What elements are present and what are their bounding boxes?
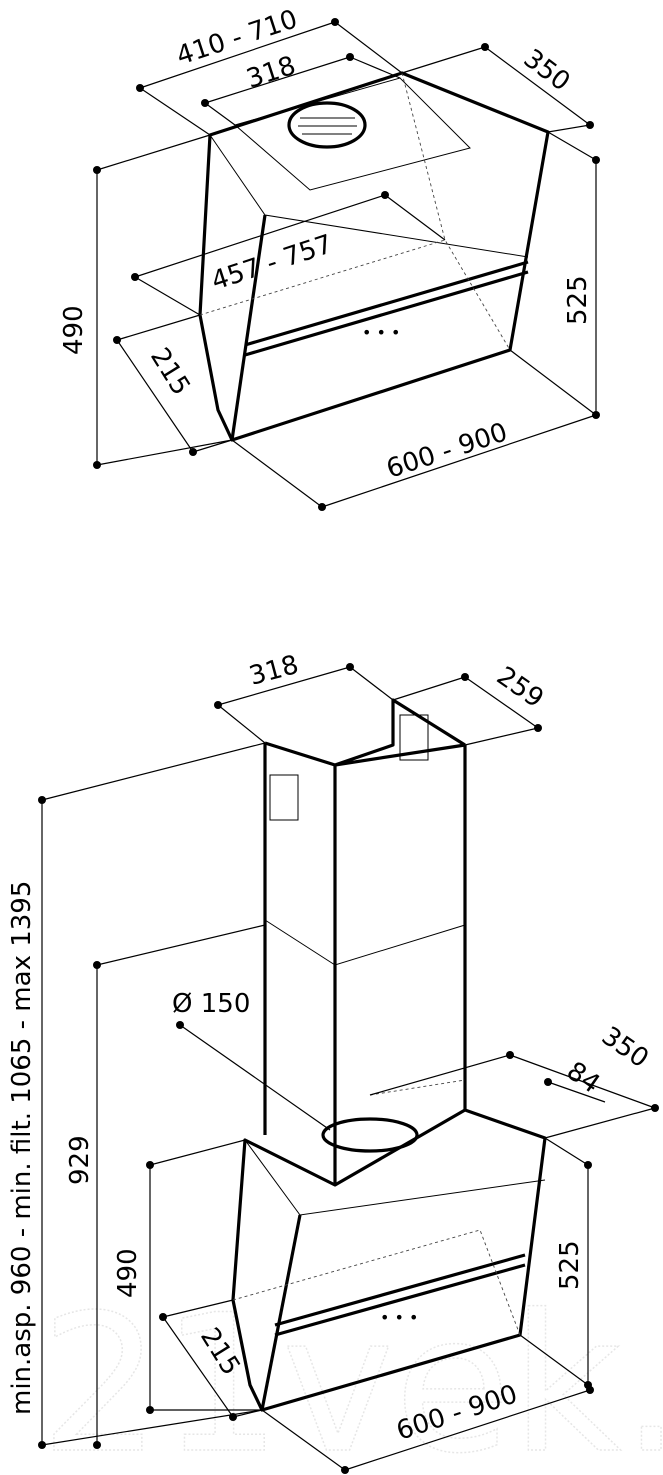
vent-slots-icon (269, 774, 299, 821)
fan-grille-icon (287, 101, 367, 149)
svg-text:• • •: • • • (362, 323, 400, 342)
dim-525: 525 (555, 1240, 585, 1290)
dim-duct-diameter: Ø 150 (172, 989, 250, 1019)
watermark: 21vek.by (40, 1274, 663, 1475)
dim-total-height: min.asp. 960 - min. filt. 1065 - max 139… (7, 881, 37, 1415)
dim-525: 525 (563, 275, 593, 325)
dim-259: 259 (491, 661, 549, 714)
top-hood-drawing: • • • (198, 71, 550, 442)
dim-490: 490 (113, 1248, 143, 1298)
dim-350: 350 (518, 44, 576, 98)
dim-318: 318 (246, 650, 302, 692)
vent-slots-icon (399, 714, 429, 761)
dim-490: 490 (59, 305, 89, 355)
svg-text:• • •: • • • (380, 1308, 418, 1327)
dim-318: 318 (243, 51, 299, 95)
bottom-hood-drawing: • • • (231, 698, 547, 1412)
dim-350: 350 (596, 1021, 654, 1074)
duct-ring-icon (321, 1117, 419, 1153)
top-dimensions: 410 - 710 318 350 457 - 757 490 525 215 … (59, 4, 600, 511)
dim-929: 929 (65, 1135, 95, 1185)
dim-600-900: 600 - 900 (383, 417, 511, 484)
dim-84: 84 (561, 1056, 605, 1100)
dim-457-757: 457 - 757 (208, 229, 336, 296)
